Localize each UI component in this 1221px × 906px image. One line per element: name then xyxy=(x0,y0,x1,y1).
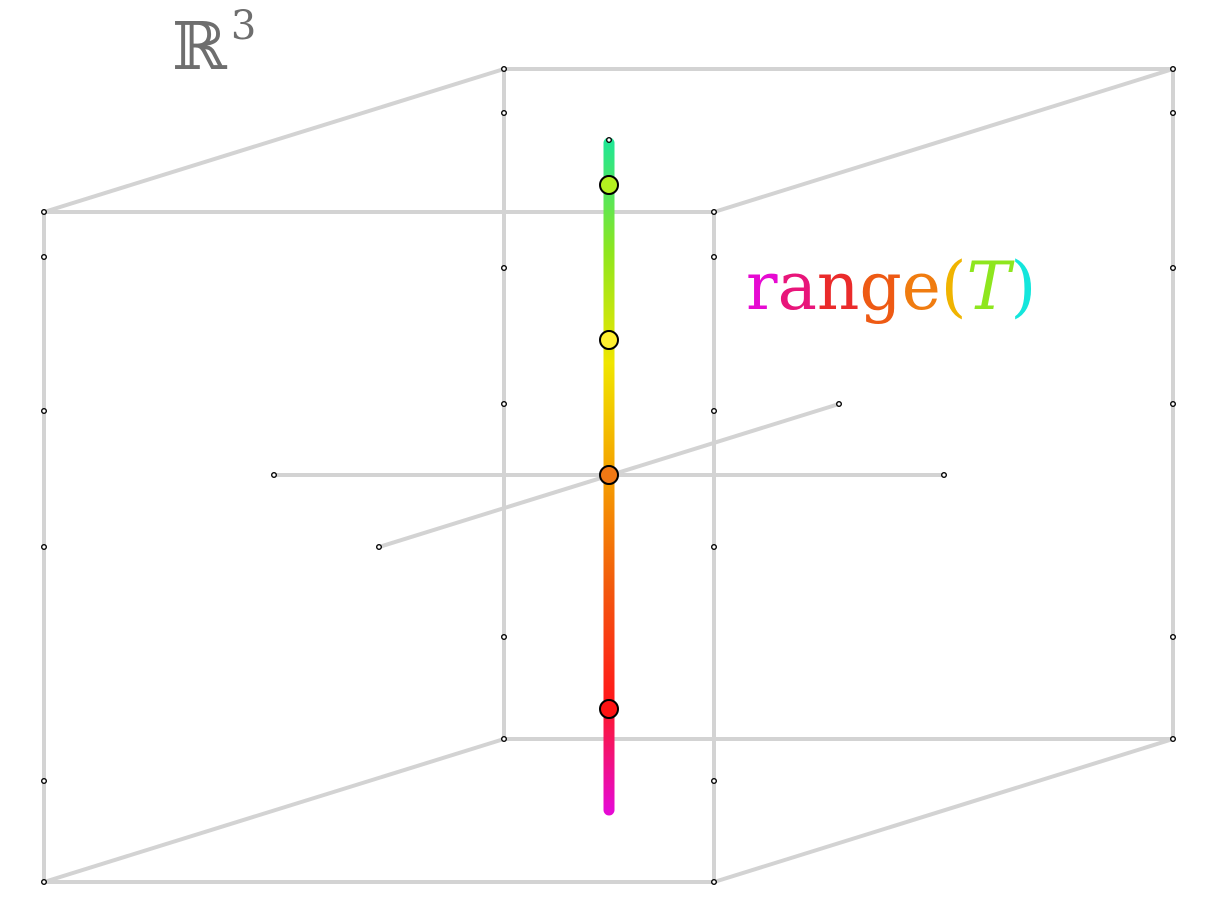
range-point xyxy=(599,699,619,719)
vertex-marker xyxy=(711,253,718,260)
vertex-marker xyxy=(711,208,718,215)
range-word-letter: r xyxy=(746,248,778,325)
vertex-marker xyxy=(941,472,948,479)
vertex-marker xyxy=(501,109,508,116)
vertex-marker xyxy=(41,253,48,260)
vertex-marker xyxy=(1169,65,1176,72)
vertex-markers xyxy=(41,65,1176,886)
vertex-marker xyxy=(501,634,508,641)
vertex-marker xyxy=(41,879,48,886)
range-points xyxy=(599,175,619,719)
vertex-marker xyxy=(41,778,48,785)
vertex-marker xyxy=(1169,401,1176,408)
cube-edge xyxy=(712,67,1175,214)
range-open-paren: ( xyxy=(940,248,967,325)
vertex-marker xyxy=(501,265,508,272)
range-word-letter: a xyxy=(777,248,817,325)
vertex-marker xyxy=(711,544,718,551)
vertex-marker xyxy=(376,544,383,551)
vertex-marker xyxy=(1169,634,1176,641)
space-label-exponent: 3 xyxy=(230,3,257,49)
vertex-marker xyxy=(501,65,508,72)
range-word-letter: n xyxy=(816,248,860,325)
range-close-paren: ) xyxy=(1010,248,1037,325)
range-label: range(T) xyxy=(746,254,1036,320)
vertex-marker xyxy=(501,736,508,743)
vertex-marker xyxy=(606,136,613,143)
range-variable: T xyxy=(966,248,1011,325)
cube-edge xyxy=(712,737,1175,884)
range-word-letter: g xyxy=(859,248,902,325)
vertex-marker xyxy=(711,879,718,886)
vertex-marker xyxy=(1169,109,1176,116)
vertex-marker xyxy=(1169,736,1176,743)
cube-edge xyxy=(42,737,506,884)
vertex-marker xyxy=(711,408,718,415)
range-point xyxy=(599,330,619,350)
range-point xyxy=(599,175,619,195)
vertex-marker xyxy=(41,408,48,415)
vertex-marker xyxy=(41,544,48,551)
range-word-letter: e xyxy=(901,248,941,325)
vertex-marker xyxy=(1169,265,1176,272)
vertex-marker xyxy=(711,778,718,785)
space-label-base: ℝ xyxy=(172,8,227,85)
vertex-marker xyxy=(271,472,278,479)
range-point xyxy=(599,465,619,485)
range-word: range xyxy=(746,248,941,325)
vertex-marker xyxy=(501,401,508,408)
cube-edge xyxy=(42,67,506,214)
vertex-marker xyxy=(41,208,48,215)
vertex-marker xyxy=(836,401,843,408)
